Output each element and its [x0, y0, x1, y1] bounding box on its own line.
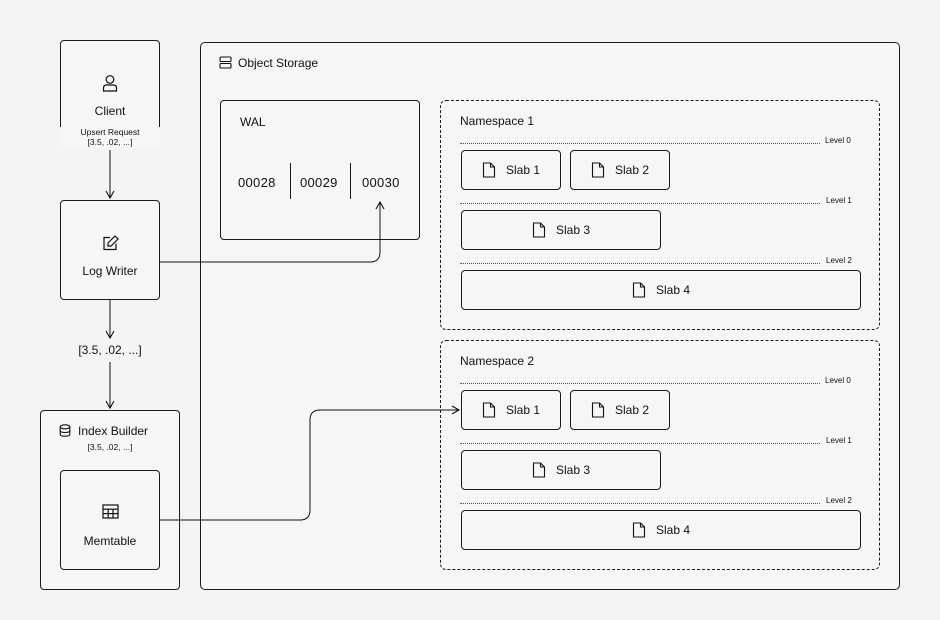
level-label: Level 2: [826, 496, 852, 505]
level-divider: [460, 443, 820, 444]
wal-segment: 00030: [362, 175, 400, 190]
index-builder-vector: [3.5, .02, ...]: [87, 442, 133, 452]
namespace-1-title: Namespace 1: [460, 114, 535, 128]
file-icon: [632, 522, 646, 538]
slab-label: Slab 1: [505, 403, 541, 417]
slab: Slab 4: [461, 510, 861, 550]
level-divider: [460, 503, 820, 504]
vector-label: [3.5, .02, ...]: [60, 343, 160, 357]
level-divider: [460, 203, 820, 204]
level-divider: [460, 263, 820, 264]
namespace-2-title: Namespace 2: [460, 354, 535, 368]
memtable-title: Memtable: [83, 534, 137, 548]
slab: Slab 4: [461, 270, 861, 310]
file-icon: [591, 162, 605, 178]
wal-divider: [290, 163, 291, 199]
edit-icon: [103, 235, 119, 251]
memtable-node: Memtable: [60, 470, 160, 570]
wal-segment: 00028: [238, 175, 276, 190]
level-divider: [460, 143, 820, 144]
slab: Slab 2: [570, 150, 670, 190]
index-builder-title: Index Builder: [78, 424, 149, 438]
wal-title: WAL: [240, 115, 266, 129]
table-icon: [102, 504, 119, 519]
slab: Slab 2: [570, 390, 670, 430]
client-title: Client: [94, 104, 126, 118]
memtable-to-namespace-2-arrow: [160, 405, 461, 521]
database-icon: [59, 424, 71, 437]
wal-segment: 00029: [300, 175, 338, 190]
slab: Slab 3: [461, 210, 661, 250]
level-label: Level 0: [825, 136, 851, 145]
namespace-2: [440, 340, 880, 570]
file-icon: [482, 402, 496, 418]
slab-label: Slab 2: [614, 163, 650, 177]
level-label: Level 0: [825, 376, 851, 385]
namespace-1: [440, 100, 880, 330]
slab-label: Slab 3: [555, 223, 591, 237]
object-storage-title: Object Storage: [238, 56, 319, 70]
file-icon: [482, 162, 496, 178]
slab-label: Slab 1: [505, 163, 541, 177]
file-icon: [532, 462, 546, 478]
wal-divider: [350, 163, 351, 199]
server-icon: [219, 56, 232, 69]
log-writer-title: Log Writer: [82, 264, 138, 278]
slab-label: Slab 4: [655, 283, 691, 297]
log-writer-node: Log Writer: [60, 200, 160, 300]
slab: Slab 1: [461, 150, 561, 190]
file-icon: [591, 402, 605, 418]
upsert-request-label: Upsert Request [3.5, .02, ...]: [60, 127, 160, 147]
log-writer-to-wal-arrow: [160, 200, 385, 263]
level-label: Level 1: [826, 436, 852, 445]
wal-box: WAL 00028 00029 00030: [220, 100, 420, 240]
slab: Slab 1: [461, 390, 561, 430]
file-icon: [532, 222, 546, 238]
slab: Slab 3: [461, 450, 661, 490]
level-divider: [460, 383, 820, 384]
level-label: Level 2: [826, 256, 852, 265]
slab-label: Slab 4: [655, 523, 691, 537]
level-label: Level 1: [826, 196, 852, 205]
slab-label: Slab 2: [614, 403, 650, 417]
file-icon: [632, 282, 646, 298]
user-icon: [102, 75, 118, 92]
slab-label: Slab 3: [555, 463, 591, 477]
